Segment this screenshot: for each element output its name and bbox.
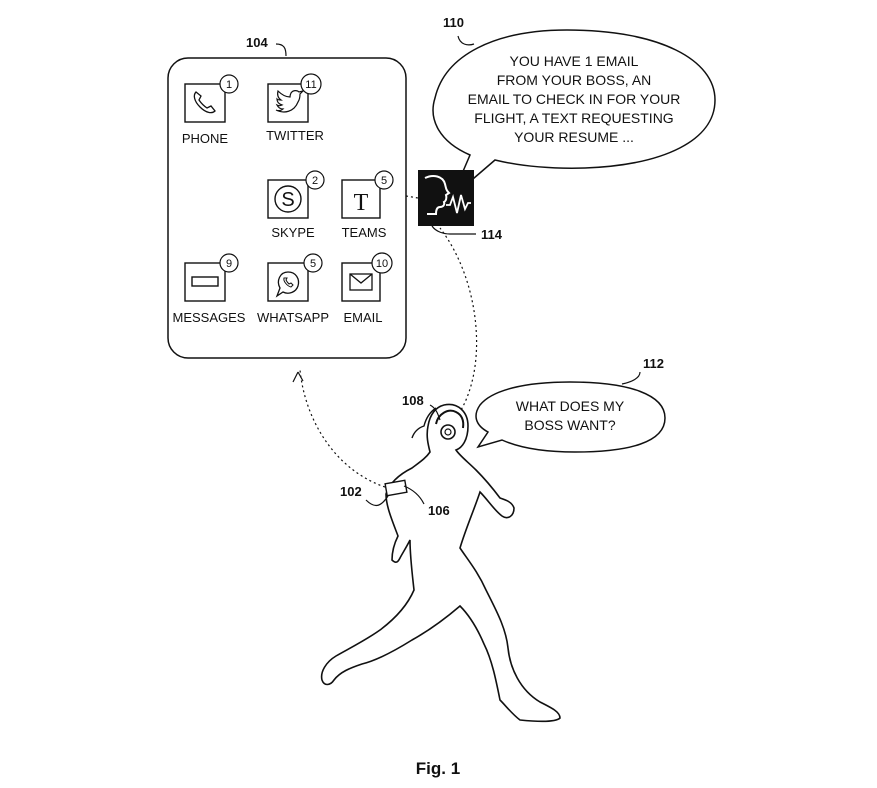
ponytail	[411, 407, 437, 439]
device-to-screen-connector	[299, 369, 386, 488]
twitter-badge	[300, 73, 322, 95]
runner-silhouette	[320, 403, 561, 723]
headphones-leader-line	[429, 404, 441, 421]
messages-badge-count: 9	[226, 258, 232, 270]
app-teams[interactable]: T 5 TEAMS	[341, 170, 394, 240]
headphones-to-assistant-connector	[439, 227, 478, 419]
phone-badge-count: 1	[226, 79, 232, 91]
headphones	[435, 409, 465, 440]
whatsapp-icon	[267, 262, 309, 302]
teams-badge-count: 5	[381, 175, 387, 187]
headphones-ref-label: 108	[402, 393, 424, 408]
email-icon	[341, 262, 381, 302]
reply-line-1: YOU HAVE 1 EMAIL	[510, 53, 639, 69]
wearable-device	[384, 479, 408, 497]
figure-caption: Fig. 1	[416, 759, 460, 778]
teams-badge	[374, 170, 394, 190]
screen-leader-line	[275, 43, 287, 57]
armband-leader-line	[403, 485, 425, 505]
phone-badge	[219, 74, 239, 94]
whatsapp-label: WHATSAPP	[257, 310, 329, 325]
skype-badge-count: 2	[312, 175, 318, 187]
email-label: EMAIL	[343, 310, 382, 325]
teams-label: TEAMS	[342, 225, 387, 240]
app-phone[interactable]: 1 PHONE	[182, 74, 239, 146]
email-badge	[371, 252, 393, 274]
messages-badge	[219, 253, 239, 273]
app-skype[interactable]: S 2 SKYPE	[267, 170, 325, 240]
app-whatsapp[interactable]: 5 WHATSAPP	[257, 253, 329, 325]
phone-label: PHONE	[182, 131, 229, 146]
assistant-leader-line	[431, 225, 476, 235]
screen-to-assistant-connector	[405, 195, 419, 199]
phone-icon	[184, 83, 226, 123]
assistant-ref-label: 114	[481, 227, 503, 242]
teams-icon	[341, 179, 381, 219]
voice-assistant-icon	[418, 170, 474, 226]
twitter-badge-count: 11	[305, 79, 316, 91]
question-line-1: WHAT DOES MY	[516, 398, 625, 414]
message-icon	[184, 262, 226, 302]
skype-badge	[305, 170, 325, 190]
question-leader-line	[621, 371, 641, 385]
messages-label: MESSAGES	[173, 310, 246, 325]
armband-ref-label: 106	[428, 503, 450, 518]
question-ref-label: 112	[643, 356, 664, 371]
device-screen	[167, 57, 407, 359]
screen-ref-label: 104	[246, 35, 268, 50]
whatsapp-badge-count: 5	[310, 258, 316, 270]
reply-ref-label: 110	[443, 15, 464, 30]
svg-text:S: S	[281, 189, 294, 211]
twitter-label: TWITTER	[266, 128, 324, 143]
skype-icon	[267, 179, 309, 219]
email-badge-count: 10	[376, 258, 388, 270]
reply-speech-bubble	[432, 29, 716, 198]
question-line-2: BOSS WANT?	[524, 417, 615, 433]
device-leader-line	[365, 495, 389, 507]
device-ref-label: 102	[340, 484, 362, 499]
question-speech-bubble	[475, 381, 666, 453]
app-email[interactable]: 10 EMAIL	[341, 252, 393, 325]
connector-arrowhead	[292, 371, 304, 383]
app-messages[interactable]: 9 MESSAGES	[173, 253, 246, 325]
svg-text:T: T	[354, 190, 369, 216]
skype-label: SKYPE	[271, 225, 315, 240]
reply-leader-line	[457, 35, 475, 46]
whatsapp-badge	[303, 253, 323, 273]
reply-line-3: EMAIL TO CHECK IN FOR YOUR	[468, 91, 681, 107]
bird-icon	[267, 83, 309, 123]
reply-line-5: YOUR RESUME ...	[514, 129, 634, 145]
reply-line-2: FROM YOUR BOSS, AN	[497, 72, 652, 88]
reply-line-4: FLIGHT, A TEXT REQUESTING	[474, 110, 673, 126]
app-twitter[interactable]: 11 TWITTER	[266, 73, 324, 143]
